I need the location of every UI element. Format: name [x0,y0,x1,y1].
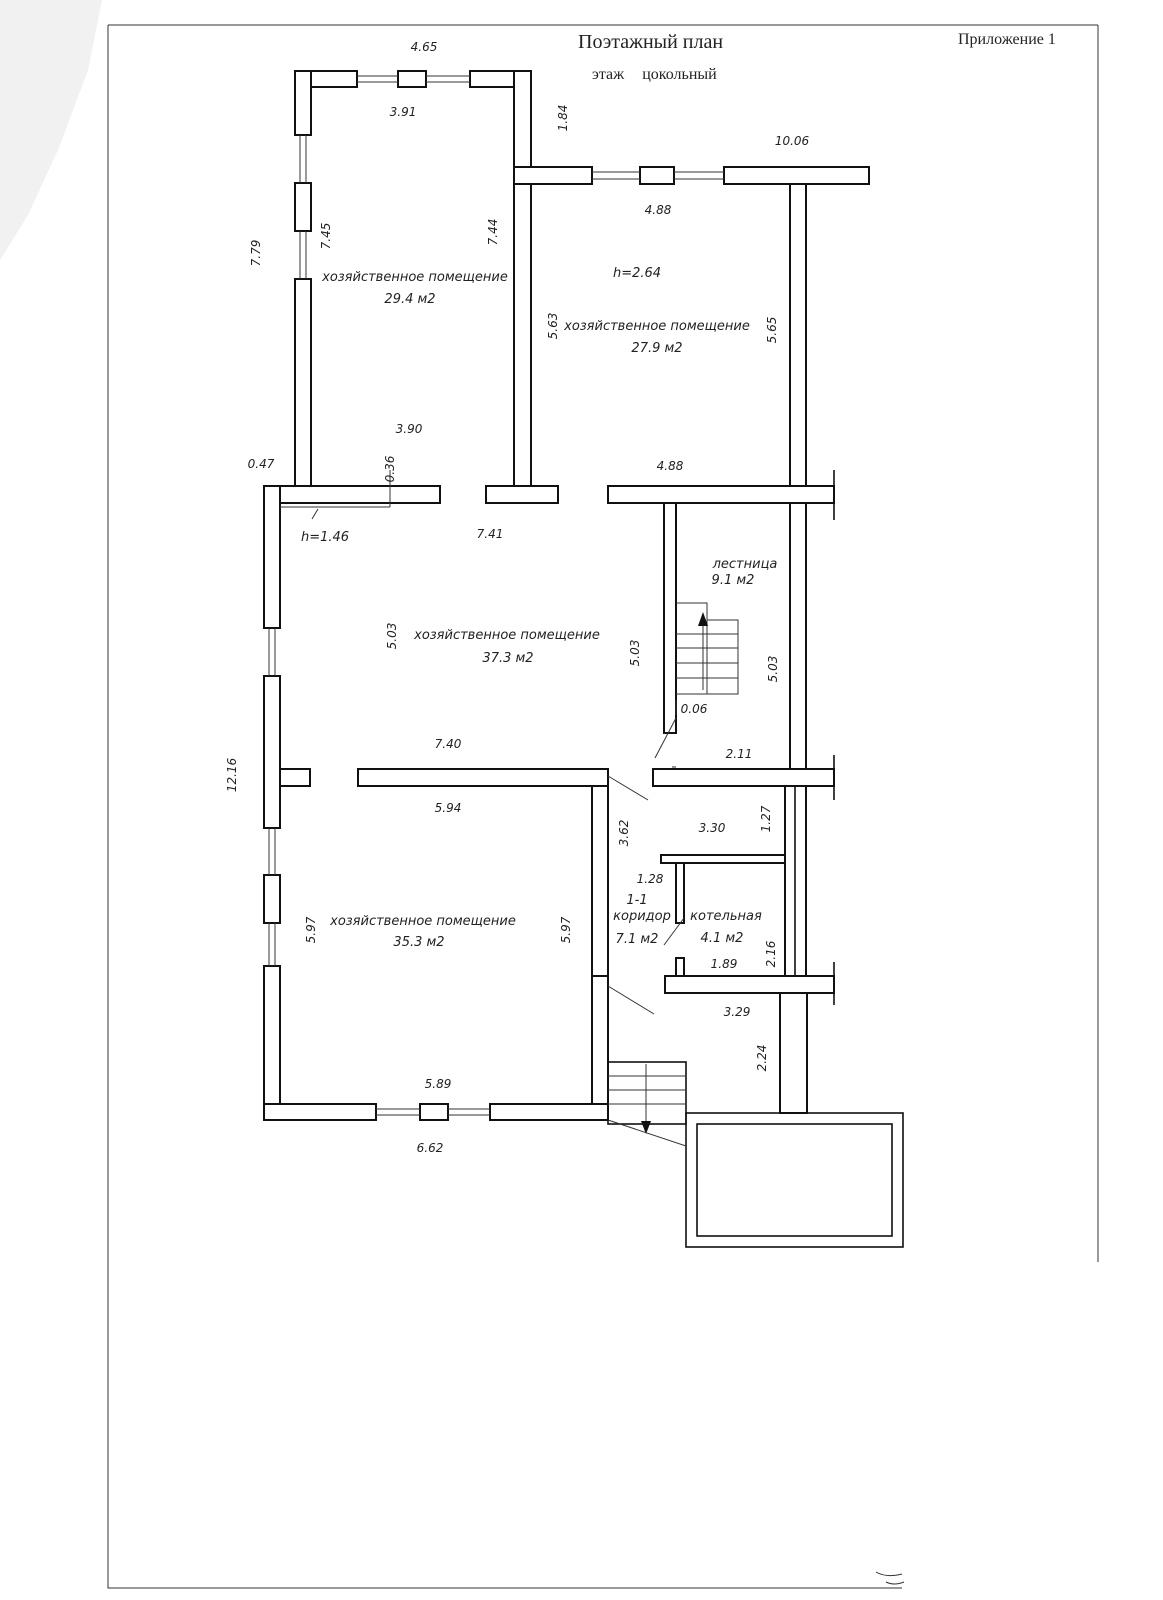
room4-name: хозяйственное помещение [329,914,516,929]
stairs-area: 9.1 м2 [712,573,755,588]
dim-entry-224: 2.24 [755,1045,769,1072]
dim-boiler-216: 2.16 [764,940,778,967]
appendix-label: Приложение 1 [958,31,1056,48]
dim-offset-184: 1.84 [556,105,570,132]
dim-stairs-bottom: 2.11 [726,747,753,761]
dim-boiler-127: 1.27 [759,805,773,832]
dim-room1-top: 3.91 [390,105,417,119]
corridor-number: 1-1 [626,893,647,908]
plan-title: Поэтажный план [578,31,724,53]
dim-room2-left: 5.63 [546,313,560,340]
floor-label: этаж цокольный [592,66,717,84]
room2-name: хозяйственное помещение [563,319,750,334]
walls [263,70,904,1248]
dim-room2-right: 5.65 [765,317,779,344]
dim-room3-right: 5.03 [628,640,642,667]
dim-room2-top: 4.88 [645,203,672,217]
dim-step-047: 0.47 [248,457,275,471]
dim-entry-329: 3.29 [724,1005,751,1019]
dim-left-outer-1216: 12.16 [225,757,239,792]
dim-step-036: 0.36 [383,455,397,482]
scan-mark [875,1571,905,1585]
dim-room4-bottom: 5.89 [425,1077,452,1091]
room1-name: хозяйственное помещение [321,270,508,285]
dim-room1-bottom: 3.90 [396,422,423,436]
frame-left-bottom [107,25,902,1589]
dim-left-outer-779: 7.79 [249,240,263,267]
dim-room3-left: 5.03 [385,623,399,650]
dim-stairs-gap: 0.06 [681,702,708,716]
dim-room3-bottom: 7.40 [435,737,462,751]
floor-name: цокольный [642,66,717,83]
room3-height: h=1.46 [301,530,349,545]
dim-corridor-362: 3.62 [617,820,631,847]
corridor-area: 7.1 м2 [616,932,659,947]
dim-top-outer: 4.65 [411,40,438,54]
floor-prefix: этаж [592,66,625,83]
dim-room1-right: 7.44 [486,219,500,246]
room2-area: 27.9 м2 [631,341,682,356]
boiler-name: котельная [690,909,762,924]
dim-room4-left: 5.97 [304,916,318,943]
corridor-name: коридор [613,909,671,924]
dim-room4-top: 5.94 [435,801,462,815]
room3-name: хозяйственное помещение [413,628,600,643]
dim-corridor-128: 1.28 [637,872,664,886]
dim-right-outer: 10.06 [775,134,810,148]
dim-boiler-bottom: 1.89 [711,957,738,971]
dim-stairs-right: 5.03 [766,656,780,683]
stairs-name: лестница [712,557,778,572]
dim-boiler-330: 3.30 [699,821,726,835]
dim-room2-bottom: 4.88 [657,459,684,473]
dim-bottom-outer: 6.62 [417,1141,444,1155]
stair-and-door-details [280,470,739,1147]
room1-area: 29.4 м2 [384,292,435,307]
dim-room1-left: 7.45 [319,223,333,250]
room2-height: h=2.64 [613,266,661,281]
dim-room3-top: 7.41 [477,527,504,541]
dim-room4-right: 5.97 [559,916,573,943]
room3-area: 37.3 м2 [482,651,533,666]
boiler-area: 4.1 м2 [701,931,744,946]
room4-area: 35.3 м2 [393,935,444,950]
scan-shadow [0,0,102,260]
